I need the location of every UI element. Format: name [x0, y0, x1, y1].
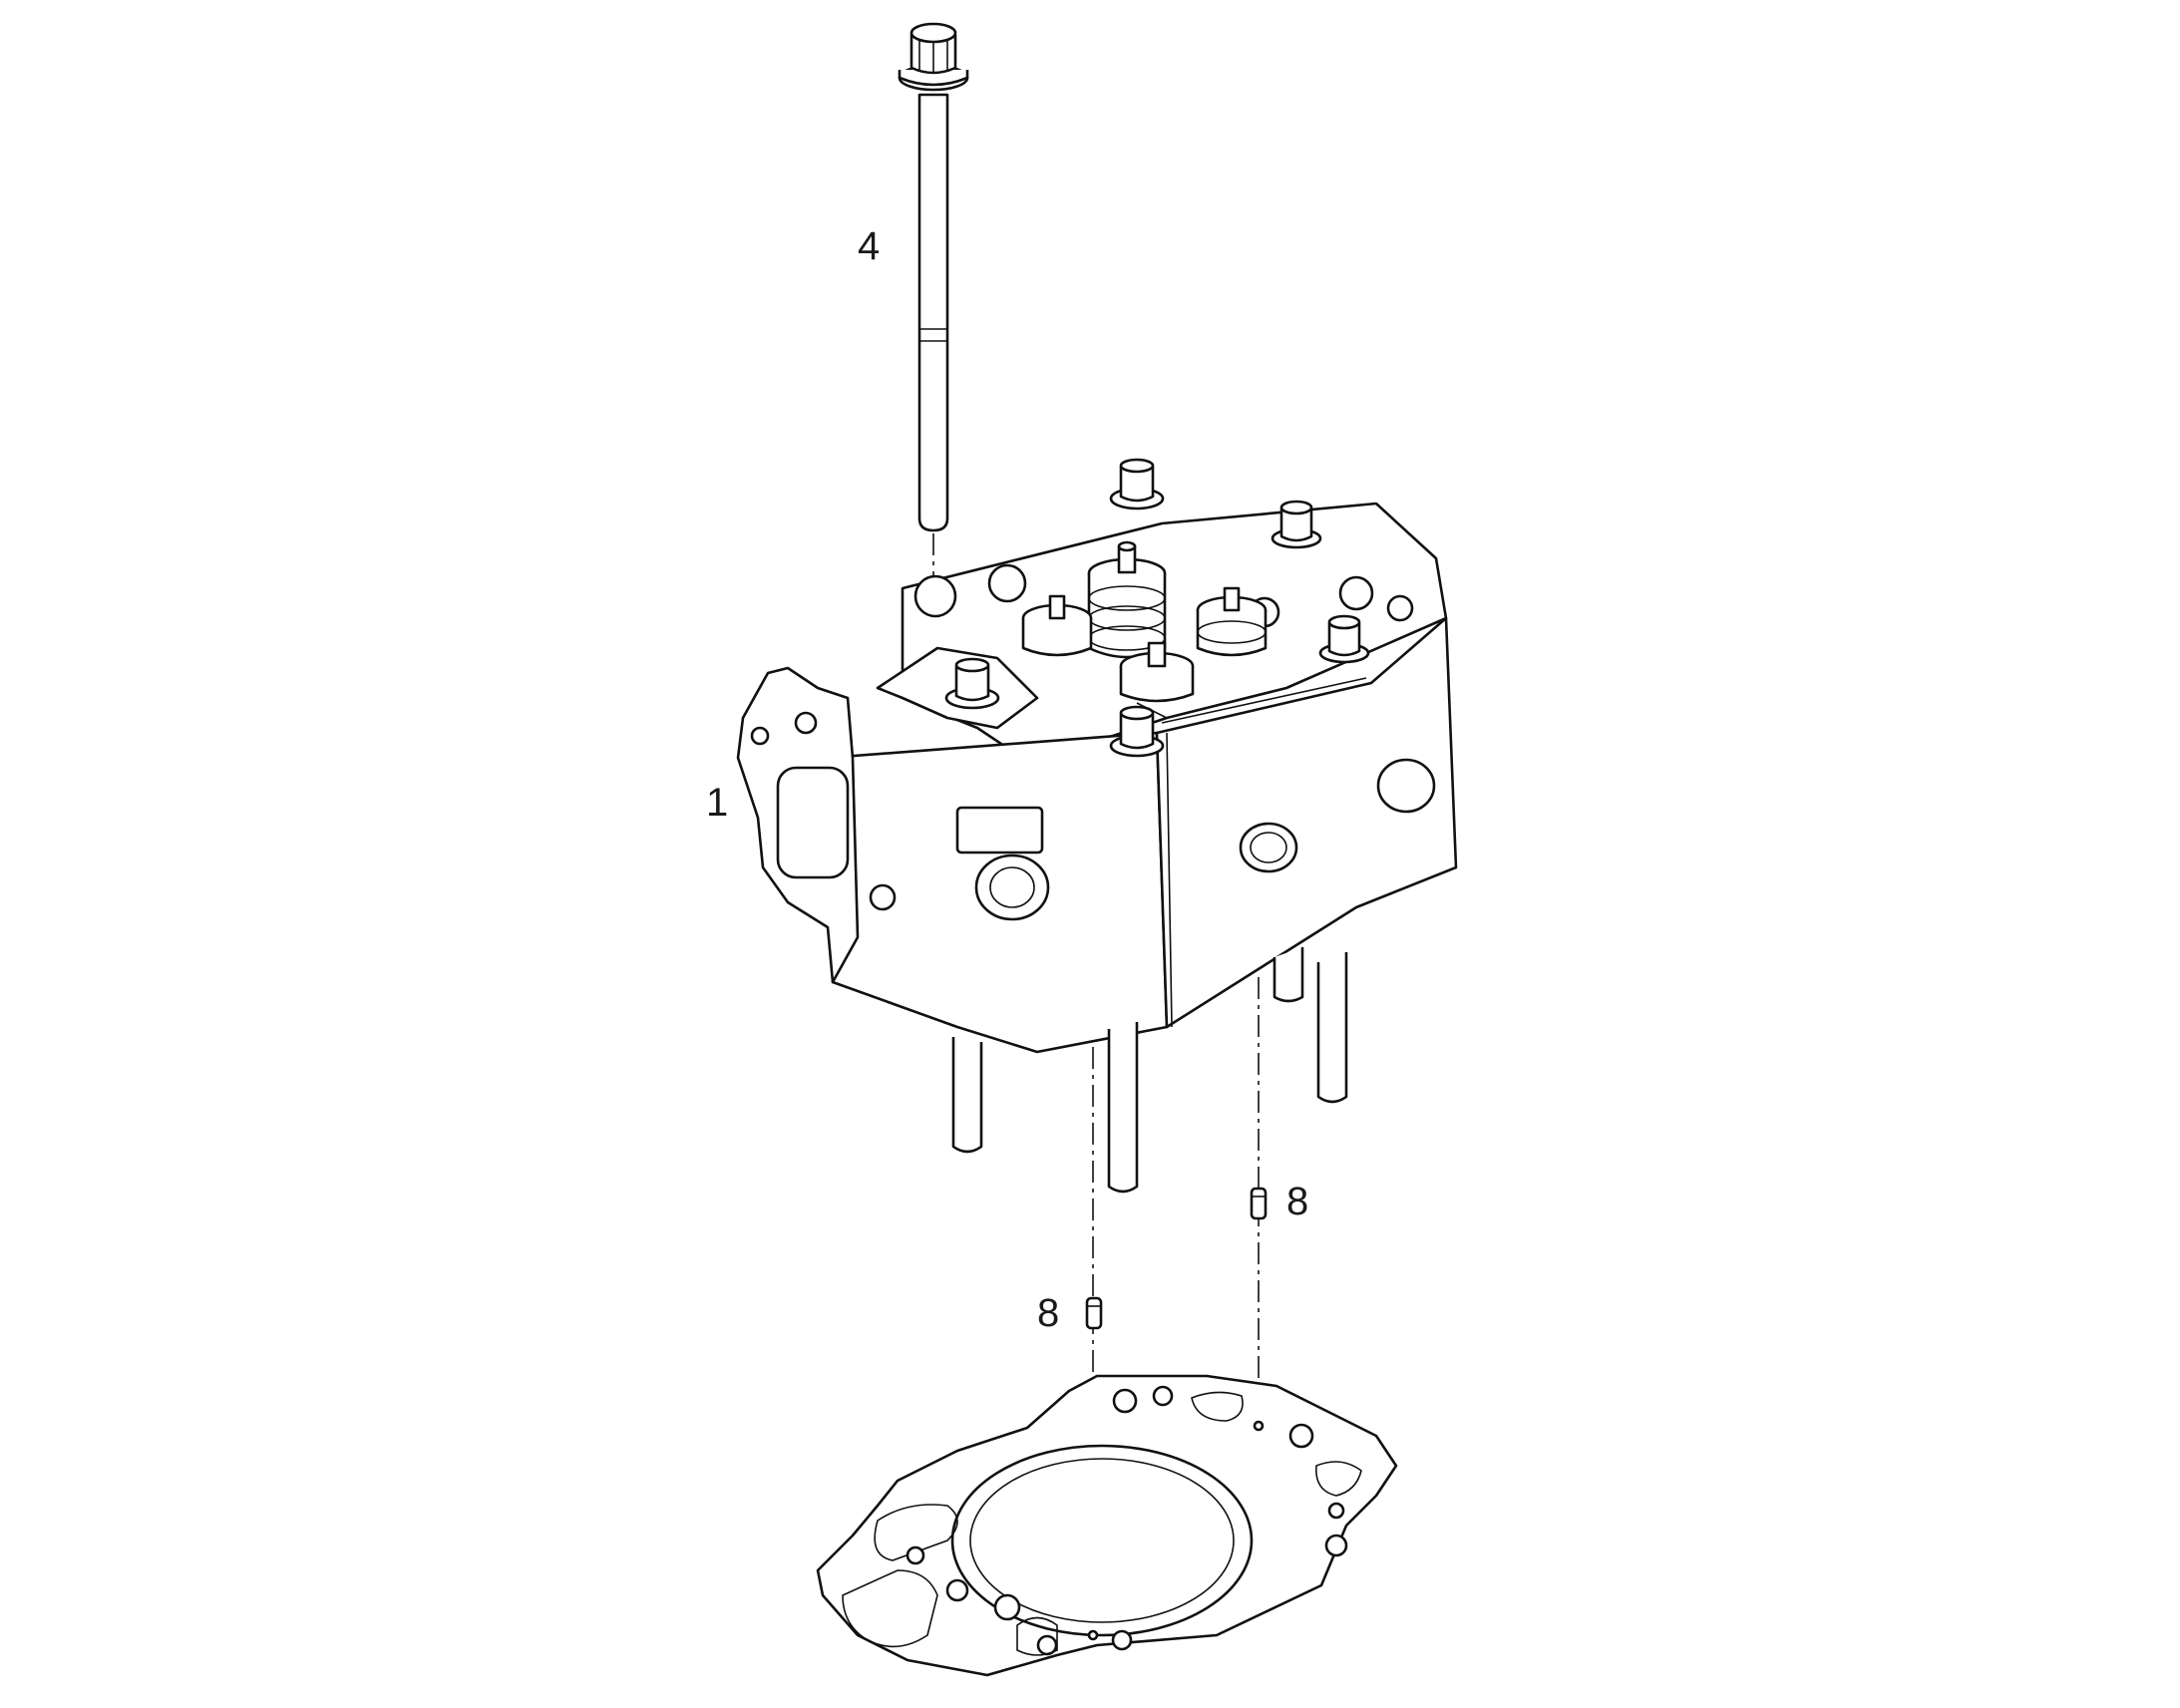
cylinder-head-gasket [816, 1374, 1398, 1677]
callout-cylinder-head: 1 [706, 781, 728, 825]
dowel-pin-right[interactable] [1250, 1187, 1268, 1220]
cylinder-head-bolt[interactable] [898, 22, 969, 532]
head-bolt-shanks [951, 947, 1348, 1194]
callout-bolt: 4 [858, 224, 880, 268]
head-bolt-heads [944, 458, 1370, 758]
callout-dowel-left: 8 [1037, 1291, 1059, 1335]
dowel-pin-left[interactable] [1085, 1296, 1103, 1330]
cylinder-head[interactable] [736, 458, 1458, 1194]
callout-dowel-right: 8 [1286, 1180, 1308, 1223]
valve-spring-assembly [1021, 540, 1268, 703]
